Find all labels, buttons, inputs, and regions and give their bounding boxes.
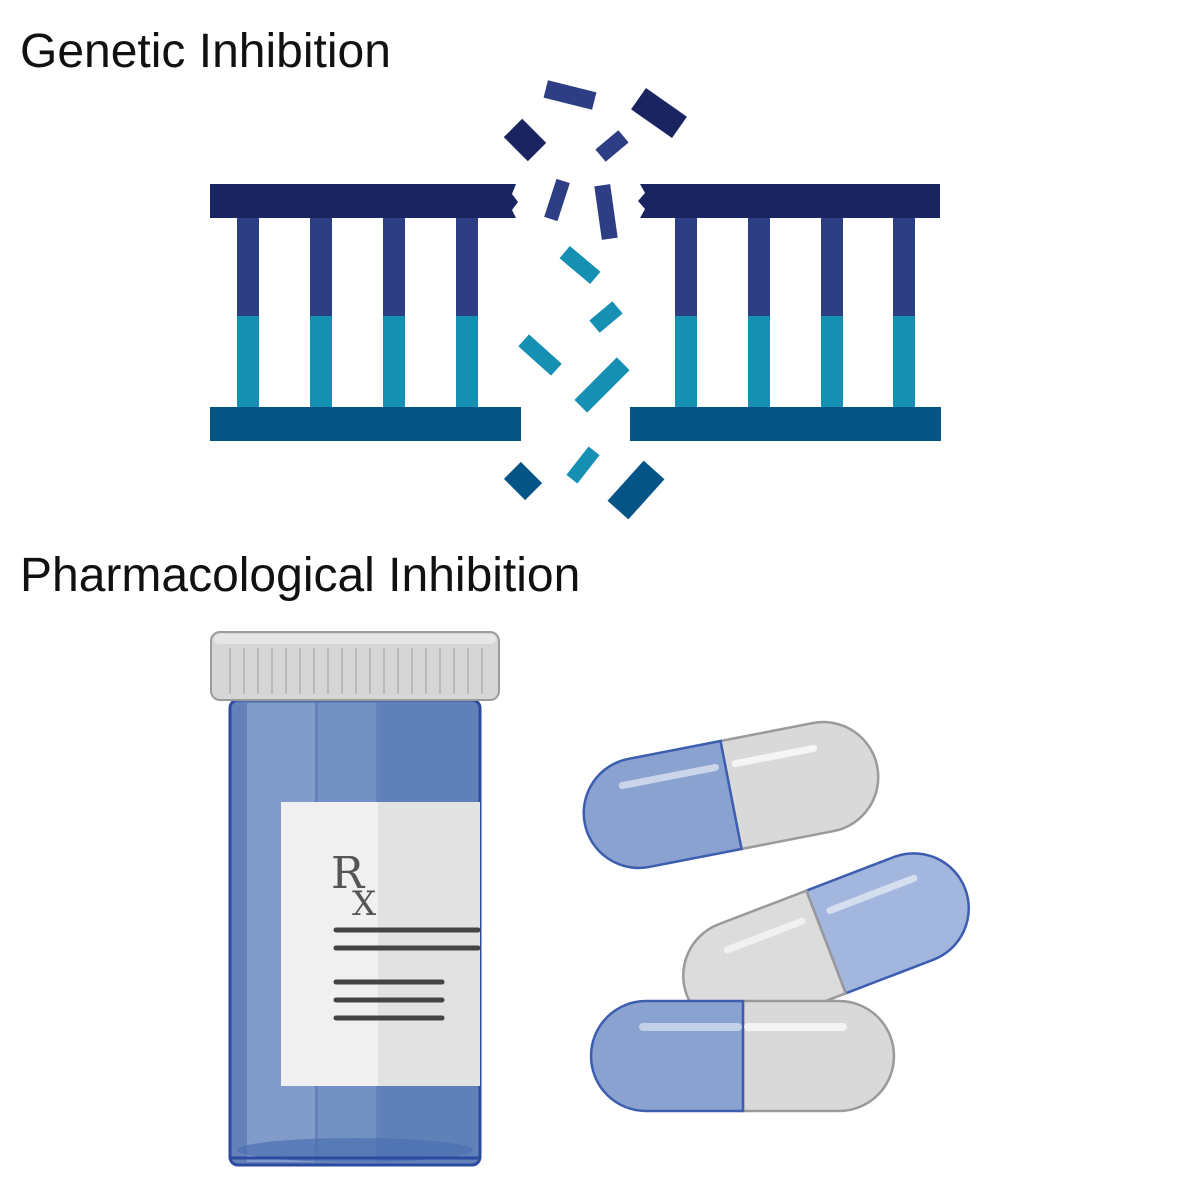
label-text-lines	[333, 927, 481, 1021]
capsule-icon	[589, 999, 896, 1113]
dna-top-backbone-left	[210, 184, 518, 218]
dna-left-half	[210, 184, 521, 441]
rx-symbol-r: R	[331, 848, 366, 899]
pill-bottle-icon: R X	[210, 631, 500, 1167]
genetic-inhibition-title: Genetic Inhibition	[20, 25, 391, 78]
bottle-cap	[210, 631, 500, 701]
dna-top-backbone-right	[638, 184, 940, 218]
dna-right-half	[630, 184, 941, 441]
dna-bottom-backbone-left	[210, 407, 521, 441]
rx-symbol-x: X	[352, 884, 377, 924]
capsule-icon	[682, 852, 970, 1032]
pharmacological-inhibition-title: Pharmacological Inhibition	[20, 549, 581, 602]
dna-fragments	[503, 80, 687, 520]
broken-dna-icon	[210, 80, 941, 520]
dna-bottom-backbone-right	[630, 407, 941, 441]
bottle-label: R X	[281, 802, 481, 1086]
capsule-icon	[582, 720, 880, 870]
